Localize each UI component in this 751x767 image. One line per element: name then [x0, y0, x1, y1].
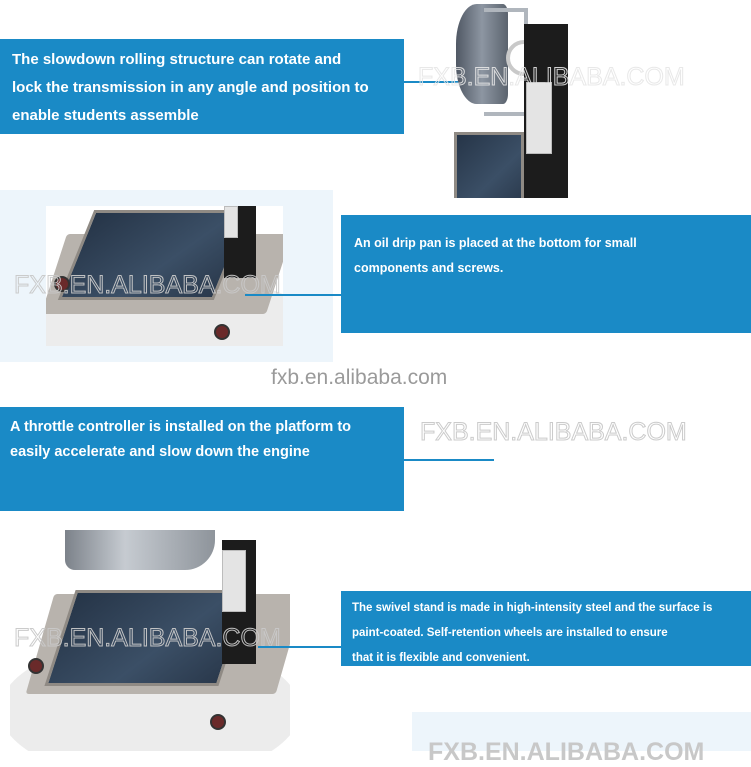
callout-oil-drip-pan: An oil drip pan is placed at the bottom … [341, 215, 751, 333]
callout-text-line: components and screws. [354, 261, 504, 275]
caster-wheel [214, 324, 230, 340]
watermark: FXB.EN.ALIBABA.COM [14, 271, 282, 300]
product-image-rolling-stand [454, 0, 569, 198]
product-image-swivel-stand [10, 530, 290, 751]
transmission-housing [456, 4, 508, 104]
callout-text-line: enable students assemble [12, 107, 199, 124]
watermark: FXB.EN.ALIBABA.COM [14, 624, 282, 653]
callout-text-line: The slowdown rolling structure can rotat… [12, 51, 342, 68]
callout-text-line: A throttle controller is installed on th… [10, 419, 352, 435]
callout-rolling-structure: The slowdown rolling structure can rotat… [0, 39, 404, 134]
caster-wheel [28, 658, 44, 674]
caster-wheel [54, 276, 70, 292]
callout-text-line: that it is flexible and convenient. [352, 652, 530, 664]
transmission-assembly [65, 530, 215, 570]
caster-wheel [210, 714, 226, 730]
product-image-oil-pan [46, 206, 283, 346]
label-plate [222, 550, 246, 612]
callout-text-line: easily accelerate and slow down the engi… [10, 444, 310, 460]
label-plate [224, 206, 238, 238]
connector-line [258, 646, 342, 648]
watermark: FXB.EN.ALIBABA.COM [418, 63, 686, 92]
callout-swivel-stand: The swivel stand is made in high-intensi… [341, 591, 751, 666]
callout-throttle-controller: A throttle controller is installed on th… [0, 407, 404, 511]
site-watermark-text: fxb.en.alibaba.com [271, 366, 448, 389]
callout-text-line: paint-coated. Self-retention wheels are … [352, 627, 668, 639]
callout-text-line: The swivel stand is made in high-intensi… [352, 602, 713, 614]
connector-line [404, 81, 494, 83]
callout-text-line: lock the transmission in any angle and p… [12, 79, 369, 96]
connector-line [245, 294, 341, 296]
drip-pan [454, 132, 524, 198]
callout-text-line: An oil drip pan is placed at the bottom … [354, 236, 637, 250]
watermark: FXB.EN.ALIBABA.COM [420, 418, 688, 447]
watermark: FXB.EN.ALIBABA.COM [428, 738, 705, 766]
label-plate [526, 82, 552, 154]
connector-line [404, 459, 494, 461]
image-panel-bottom [412, 712, 751, 751]
